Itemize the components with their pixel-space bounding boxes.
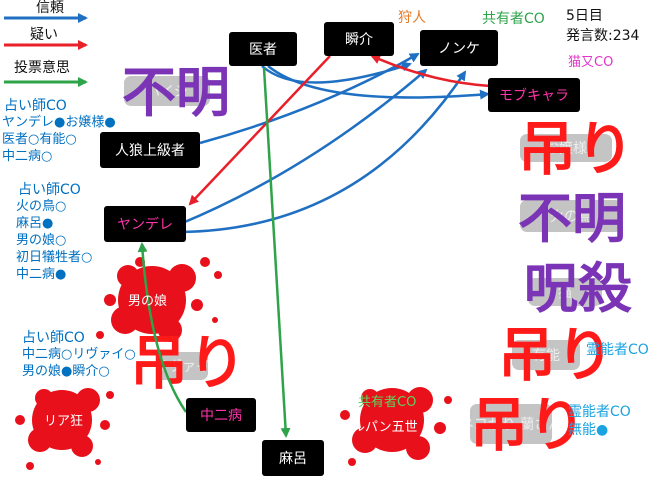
hanged-overlay: 吊り	[470, 391, 587, 459]
seer-result-line: 麻呂●	[16, 216, 54, 231]
dead-player-box: お嬢様	[520, 134, 612, 162]
dead-player-label: ネコがり 蘭さん	[470, 417, 552, 433]
dead-player-box: 猫	[528, 278, 602, 306]
blood-splatter-otokonoko	[96, 257, 222, 342]
day-label: 5日目	[566, 8, 603, 24]
seer-result-line: 医者○有能○	[2, 132, 77, 147]
seer-result-line: 中二病●	[16, 267, 67, 282]
legend-trust-label: 信頼	[36, 0, 64, 16]
unknown-overlay: 不明	[518, 187, 626, 250]
trust-arrow	[199, 52, 420, 145]
player-label-riajuu: リア狂	[44, 414, 84, 429]
player-node-yandere: ヤンデレ	[104, 206, 186, 242]
statement-count: 発言数:234	[566, 28, 640, 44]
trust-arrow	[261, 61, 412, 84]
player-label-lupin: ルパン五世	[352, 420, 418, 435]
medium-result-line: 無能●	[568, 422, 609, 438]
dead-player-box: ネコがり 蘭さん	[470, 404, 552, 444]
player-node-mabo: 麻呂	[262, 440, 324, 476]
trust-arrow	[267, 65, 490, 100]
hanged-overlay: 吊り	[130, 329, 247, 397]
cursed-overlay: 呪殺	[524, 257, 632, 320]
sharer-co-label: 共有者CO	[482, 11, 545, 27]
player-node-werewolf: 人狼上級者	[100, 132, 200, 168]
legend-doubt-label: 疑い	[30, 27, 58, 43]
player-node-doctor: 医者	[229, 32, 297, 66]
seer-co-title: 占い師CO	[22, 330, 85, 346]
dead-player-label: リヴァイ	[156, 359, 208, 375]
dead-player-label: お嬢様	[545, 141, 587, 157]
seer-result-line: 中二病○	[2, 149, 53, 164]
vote-arrow	[262, 67, 291, 438]
seer-result-line: 初日犠牲者○	[16, 250, 93, 265]
blood-splatter-riajuu	[15, 388, 114, 470]
player-node-nonke: ノンケ	[420, 30, 498, 66]
unknown-overlay: 不明	[122, 61, 230, 124]
sharer-co-label: 共有者CO	[358, 395, 417, 410]
player-label-otokonoko: 男の娘	[128, 294, 168, 309]
trust-arrow	[179, 70, 467, 234]
seer-result-line: ヤンデレ●お嬢様●	[2, 115, 116, 130]
medium-co-label: 霊能者CO	[586, 342, 649, 358]
seer-result-line: 男の娘○	[16, 233, 67, 248]
dead-player-box: ハイジ	[124, 76, 210, 106]
vote-arrow	[137, 242, 188, 413]
seer-co-title: 占い師CO	[4, 98, 67, 114]
dead-player-label: ハイジ	[146, 84, 188, 100]
dead-player-label: 火の鳥	[550, 209, 592, 225]
dead-player-box: リヴァイ	[156, 352, 208, 380]
hanged-overlay: 吊り	[518, 115, 635, 183]
player-node-shunsuke: 瞬介	[324, 22, 394, 56]
dead-player-box: 火の鳥	[520, 200, 622, 232]
player-node-mob: モブキャラ	[488, 78, 580, 112]
trust-arrow	[179, 68, 428, 226]
player-node-chuunibyou: 中二病	[186, 398, 256, 432]
medium-co-label: 霊能者CO	[568, 404, 631, 420]
doubt-arrow	[188, 55, 331, 206]
hanged-overlay: 吊り	[498, 321, 615, 389]
dead-player-box: 有能	[512, 340, 580, 370]
seer-co-title: 占い師CO	[18, 182, 81, 198]
dead-player-label: 猫	[558, 285, 572, 301]
blood-splatter-lupin	[340, 387, 452, 466]
seer-result-line: 火の鳥○	[16, 199, 67, 214]
nekomata-co-label: 猫又CO	[568, 55, 614, 70]
legend-vote-label: 投票意思	[14, 60, 70, 76]
seer-result-line: 男の娘●瞬介○	[22, 364, 110, 379]
seer-result-line: 中二病○リヴァイ○	[22, 347, 136, 362]
dead-player-label: 有能	[532, 348, 560, 364]
hunter-label: 狩人	[398, 10, 426, 26]
doubt-arrow	[370, 54, 491, 88]
